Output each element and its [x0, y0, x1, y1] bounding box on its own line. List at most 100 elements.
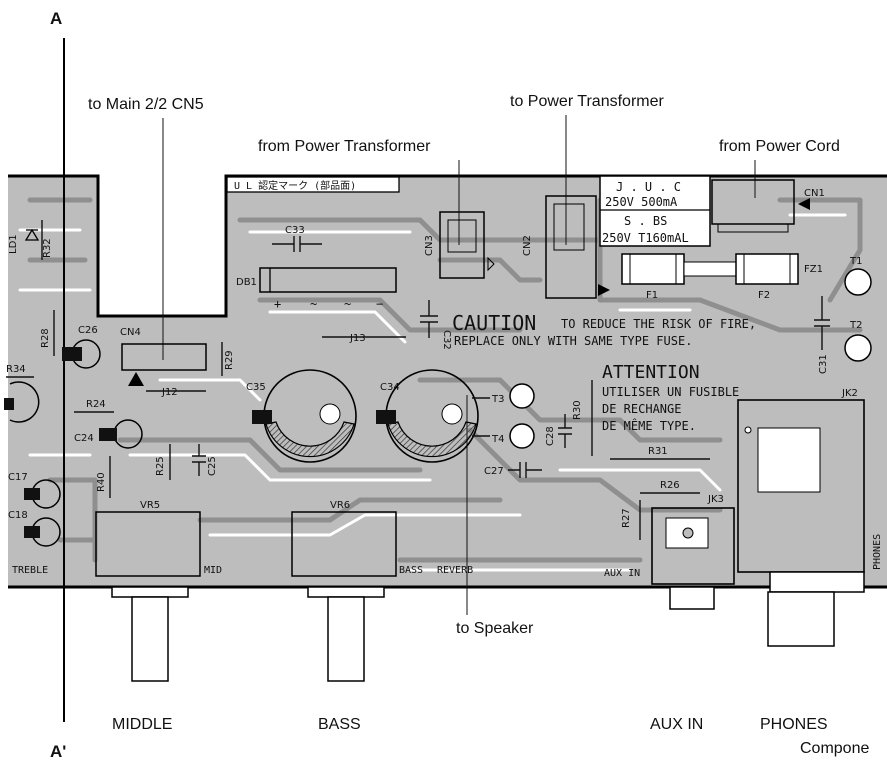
- ul-mark-box: [226, 176, 400, 193]
- ref-r30: R30: [572, 400, 583, 420]
- cn3-inner: [447, 219, 477, 253]
- t2-pad: [844, 334, 872, 362]
- ref-ld1: LD1: [8, 234, 19, 254]
- label-treble: TREBLE: [12, 565, 48, 576]
- t1-pad: [844, 268, 872, 296]
- attention-line3: DE MÊME TYPE.: [602, 418, 696, 433]
- ref-c32: C32: [441, 330, 452, 350]
- ref-c33: C33: [285, 225, 305, 236]
- ref-cn1: CN1: [804, 188, 825, 199]
- t3-pad: [509, 383, 535, 409]
- vr6-shaft-collar: [307, 586, 385, 598]
- ref-r28: R28: [40, 328, 51, 348]
- cn1-tab: [717, 223, 789, 233]
- ref-r40: R40: [96, 472, 107, 492]
- attention-line2: DE RECHANGE: [602, 402, 681, 416]
- label-aux-in-board: AUX IN: [604, 568, 640, 579]
- copper-traces: [18, 197, 863, 572]
- ref-c27: C27: [484, 466, 504, 477]
- c27-symbol: [508, 462, 542, 478]
- fuse-holder-f2: [735, 253, 799, 285]
- ref-r26: R26: [660, 480, 680, 491]
- callout-from-power-cord: from Power Cord: [719, 138, 840, 155]
- jk3-nut: [669, 586, 715, 610]
- c17-pad: [24, 488, 40, 500]
- caution-line2: REPLACE ONLY WITH SAME TYPE FUSE.: [454, 334, 692, 348]
- bottom-label-middle: MIDDLE: [112, 716, 172, 733]
- ref-r25: R25: [155, 456, 166, 476]
- ref-r32: R32: [42, 238, 53, 258]
- jk3-body: [651, 507, 735, 585]
- section-label-bottom: A': [50, 742, 66, 761]
- ul-mark-label: U L 認定マーク (部品面): [234, 179, 356, 192]
- c34-pad2: [441, 403, 463, 425]
- section-label-top: A: [50, 9, 62, 28]
- ref-f1: F1: [646, 290, 658, 301]
- ref-j12: J12: [161, 387, 178, 398]
- ref-jk3: JK3: [707, 494, 724, 505]
- c34-pad: [376, 410, 396, 424]
- fuse-rating-line4: 250V T160mAL: [602, 231, 689, 245]
- db1-body: [259, 267, 397, 293]
- cn3-body: [439, 211, 485, 279]
- jk2-pin: [744, 426, 752, 434]
- callout-to-power-transformer: to Power Transformer: [510, 93, 665, 110]
- board-outline: [8, 174, 887, 318]
- c31-symbol: [814, 296, 830, 350]
- ref-jk2: JK2: [841, 388, 858, 399]
- bottom-label-bass: BASS: [318, 716, 361, 733]
- ref-cn2: CN2: [522, 235, 533, 256]
- label-phones-board: PHONES: [872, 534, 883, 570]
- attention-title: ATTENTION: [602, 362, 700, 383]
- ref-t2: T2: [849, 320, 862, 331]
- r34-pad: [4, 398, 14, 410]
- cn2-inner: [553, 203, 585, 251]
- ref-r27: R27: [621, 508, 632, 528]
- ref-r34: R34: [6, 364, 26, 375]
- ref-r31: R31: [648, 446, 668, 457]
- ref-c26: C26: [78, 325, 98, 336]
- label-bass: BASS: [399, 565, 423, 576]
- vr6-body: [291, 511, 397, 577]
- ref-r24: R24: [86, 399, 106, 410]
- ref-f2: F2: [758, 290, 770, 301]
- c34-band: [387, 421, 477, 458]
- ref-c24: C24: [74, 433, 94, 444]
- ref-j13: J13: [349, 333, 366, 344]
- c18-pad: [24, 526, 40, 538]
- diode-symbol: [24, 228, 40, 241]
- jk3-hole: [682, 527, 694, 539]
- db1-mark-ac1: ~: [310, 297, 317, 311]
- fuse-rating-box: [599, 175, 711, 247]
- cn3-pin1-marker: [487, 256, 495, 272]
- label-reverb: REVERB: [437, 565, 473, 576]
- ref-t1: T1: [849, 256, 862, 267]
- ref-cn4: CN4: [120, 327, 141, 338]
- c35-pad: [252, 410, 272, 424]
- ref-vr6: VR6: [330, 500, 350, 511]
- cn1-pin1-marker: [798, 198, 810, 210]
- bottom-label-phones: PHONES: [760, 716, 828, 733]
- c33-symbol: [272, 236, 322, 252]
- caption-components: Compone: [800, 740, 869, 757]
- jk2-nut: [769, 571, 865, 593]
- t4-pad: [509, 423, 535, 449]
- caution-title: CAUTION: [452, 311, 536, 335]
- callout-main-cn5: to Main 2/2 CN5: [88, 96, 204, 113]
- ref-vr5: VR5: [140, 500, 160, 511]
- callout-to-speaker: to Speaker: [456, 620, 534, 637]
- ref-c34: C34: [380, 382, 400, 393]
- c32-symbol: [420, 300, 438, 338]
- vr5-body: [95, 511, 201, 577]
- attention-line1: UTILISER UN FUSIBLE: [602, 385, 739, 399]
- ref-c31: C31: [818, 354, 829, 374]
- cn2-body: [545, 195, 597, 299]
- caution-line1: TO REDUCE THE RISK OF FIRE,: [561, 317, 756, 331]
- ref-db1: DB1: [236, 277, 257, 288]
- ref-r29: R29: [224, 350, 235, 370]
- db1-mark-ac2: ~: [344, 297, 351, 311]
- ref-c35: C35: [246, 382, 266, 393]
- ref-c28: C28: [545, 426, 556, 446]
- jk2-sleeve: [767, 591, 835, 647]
